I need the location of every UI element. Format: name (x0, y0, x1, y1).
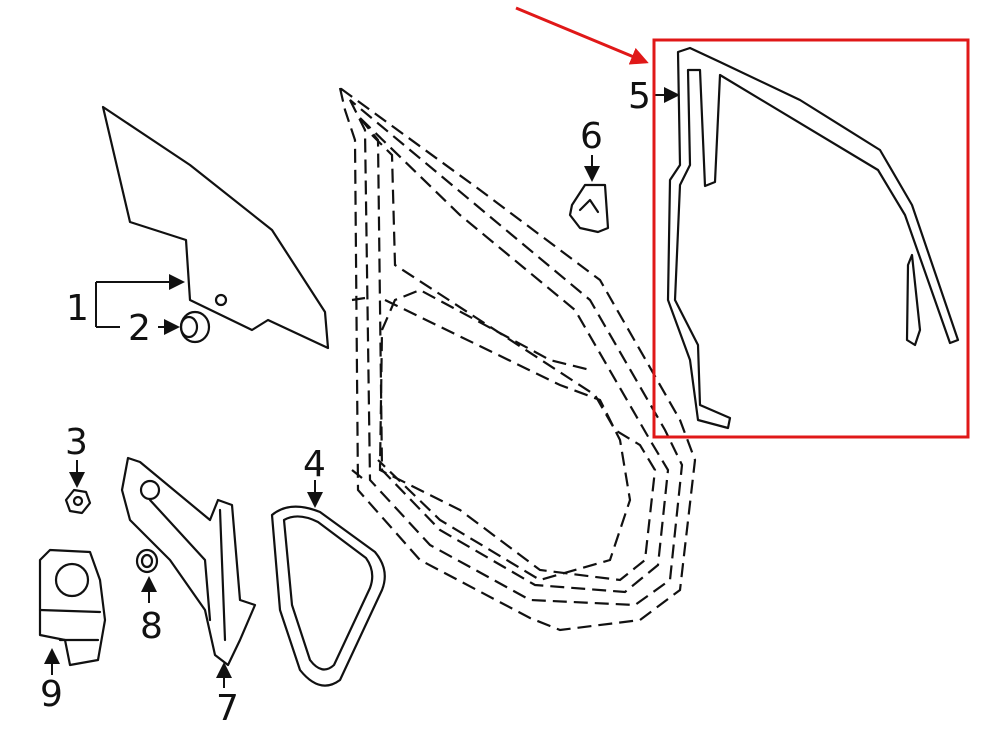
quarter-glass-seal[interactable] (270, 505, 386, 687)
door-glass[interactable] (101, 105, 330, 350)
callout-5: 5 (628, 76, 651, 117)
grommet[interactable] (135, 548, 159, 574)
callout-2: 2 (128, 308, 151, 349)
callout-9: 9 (40, 674, 63, 715)
nut[interactable] (64, 488, 92, 515)
highlight-box (652, 38, 970, 439)
run-channel-seal[interactable] (666, 46, 960, 430)
callout-8: 8 (140, 606, 163, 647)
glass-bushing[interactable] (179, 310, 211, 344)
highlight-arrow (515, 6, 649, 65)
door-frame-outline (338, 87, 697, 632)
window-motor[interactable] (38, 548, 107, 667)
clip[interactable] (568, 183, 610, 234)
window-regulator[interactable] (120, 456, 257, 667)
callout-4: 4 (303, 444, 326, 485)
callout-1: 1 (66, 288, 89, 329)
callout-3: 3 (65, 422, 88, 463)
callout-6: 6 (580, 116, 603, 157)
callout-7: 7 (216, 688, 239, 729)
leader-lines (44, 87, 680, 688)
